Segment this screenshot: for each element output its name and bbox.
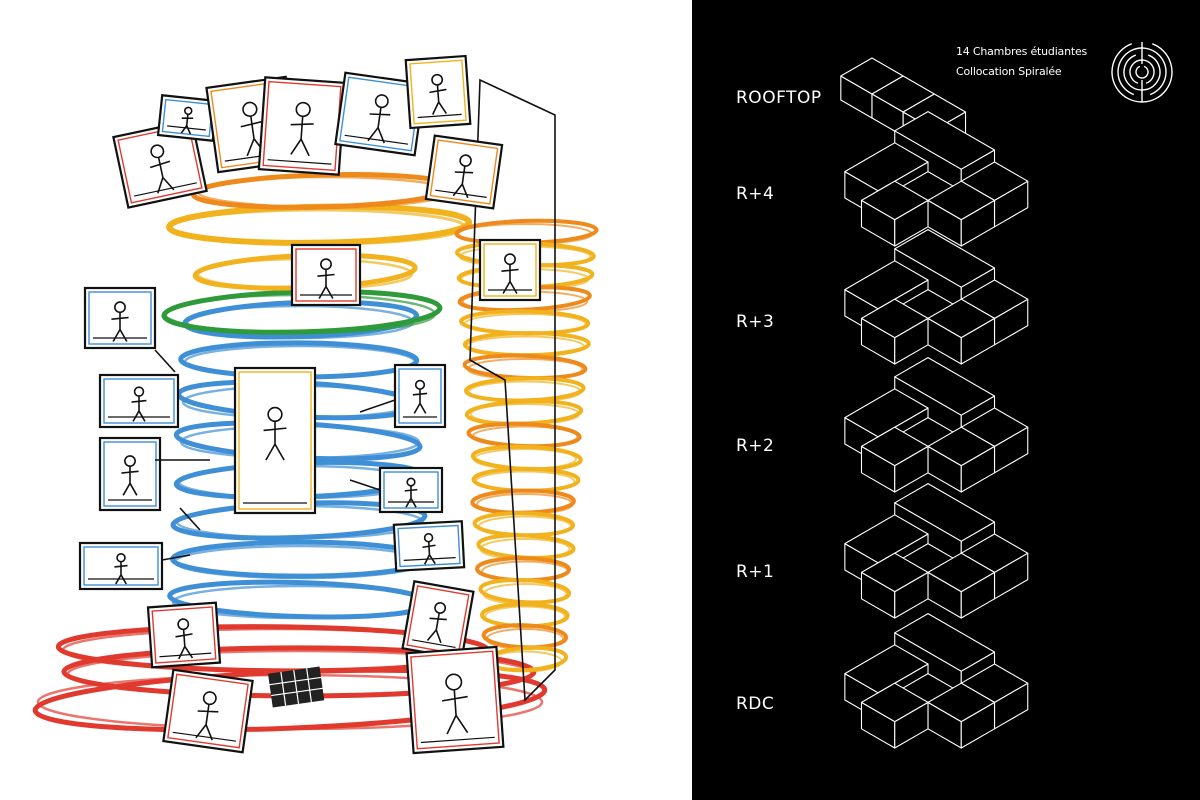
level-label-r2: R+2: [736, 436, 775, 456]
caption-project-name: Collocation Spiralée: [956, 65, 1062, 78]
floor-r4: [844, 111, 1029, 247]
spiral-sketch-panel: [32, 54, 599, 755]
level-label-r4: R+4: [736, 184, 775, 204]
labyrinth-icon: [1111, 42, 1173, 103]
level-label-rdc: RDC: [736, 694, 775, 714]
floor-r2: [844, 357, 1029, 493]
level-label-r1: R+1: [736, 562, 775, 582]
isometric-floor-stack: [840, 42, 1173, 749]
floor-r1: [844, 483, 1029, 619]
level-label-rooftop: ROOFTOP: [736, 88, 822, 108]
isometric-plan-panel: 14 Chambres étudiantes Collocation Spira…: [692, 0, 1200, 800]
floor-r3: [844, 229, 1029, 365]
spiral-sketch-illustration: [32, 54, 599, 755]
caption-room-count: 14 Chambres étudiantes: [956, 45, 1088, 58]
level-label-r3: R+3: [736, 312, 775, 332]
floor-rdc: [844, 613, 1029, 749]
